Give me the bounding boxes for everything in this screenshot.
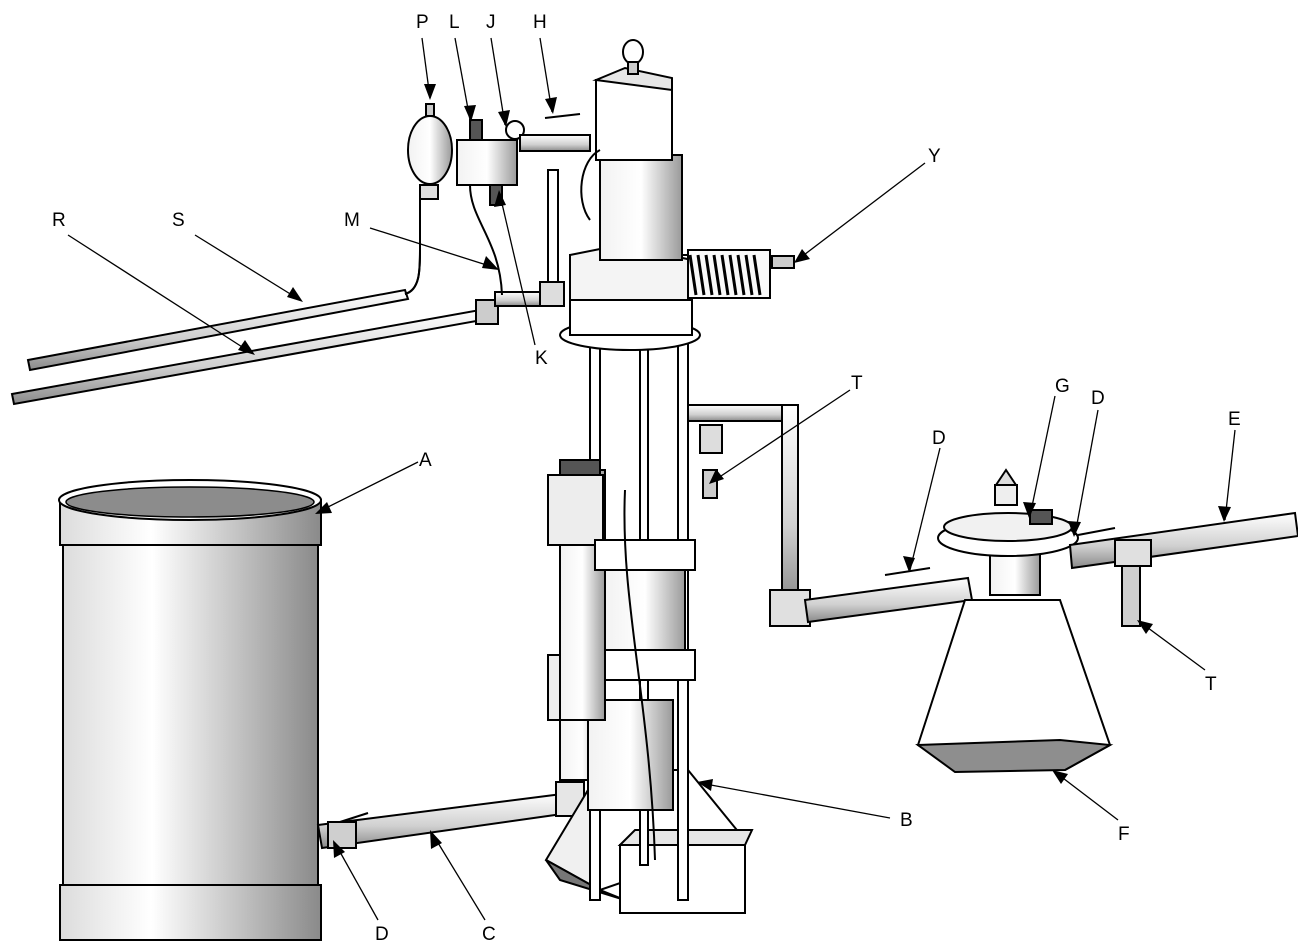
callout-D-filter-left: D <box>932 428 946 449</box>
suction-hose <box>316 781 585 850</box>
callout-Y: Y <box>928 146 941 167</box>
callout-A: A <box>419 450 432 471</box>
callout-K: K <box>535 348 548 369</box>
callout-labels: P L J H Y R S M K T G D D E A T B F D C <box>52 12 1241 945</box>
supply-drum <box>58 479 322 941</box>
feed-pump <box>544 39 795 914</box>
callout-E: E <box>1228 409 1241 430</box>
callout-T-pump: T <box>851 373 863 394</box>
callout-D-filter-right: D <box>1091 388 1105 409</box>
callout-R: R <box>52 210 66 231</box>
air-line-assembly <box>10 103 601 406</box>
outlet-piping <box>687 404 1298 774</box>
callout-P: P <box>416 12 429 33</box>
callout-M: M <box>344 210 360 231</box>
callout-B: B <box>900 810 913 831</box>
callout-F: F <box>1118 824 1130 845</box>
callout-T-filter: T <box>1205 674 1217 695</box>
callout-S: S <box>172 210 185 231</box>
callout-C: C <box>482 924 496 945</box>
air-coil <box>687 249 795 299</box>
arrowheads <box>238 84 1231 858</box>
callout-L: L <box>449 12 460 33</box>
callout-D-drum: D <box>375 924 389 945</box>
callout-J: J <box>486 12 496 33</box>
callout-H: H <box>533 12 547 33</box>
callout-G: G <box>1055 376 1070 397</box>
